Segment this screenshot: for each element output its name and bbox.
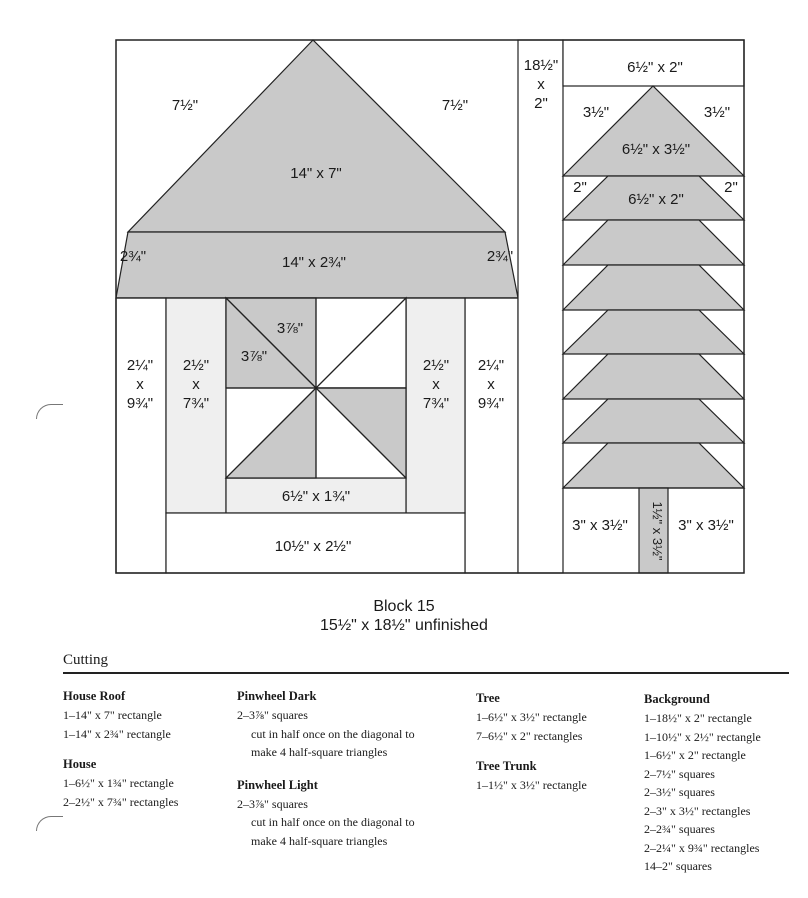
- group-heading: Tree Trunk: [476, 759, 537, 773]
- cut-line: 7–6½" x 2" rectangles: [476, 728, 583, 743]
- label-roof-band: 14" x 2¾": [282, 254, 346, 271]
- cutting-column-2: Pinwheel Dark 2–3⅞" squares cut in half …: [237, 687, 415, 862]
- cutting-divider: [63, 672, 789, 674]
- cutting-group-tree-trunk: Tree Trunk 1–1½" x 3½" rectangle: [476, 757, 587, 795]
- cutting-title: Cutting: [63, 652, 109, 668]
- bg-side-left: [115, 297, 167, 574]
- label-bg-side-left-3: 9¾": [127, 395, 153, 412]
- label-bg-side-right-3: 9¾": [478, 395, 504, 412]
- group-heading: Pinwheel Dark: [237, 689, 317, 703]
- cut-line: 1–6½" x 1¾" rectangle: [63, 776, 174, 790]
- cutting-group-background: Background 1–18½" x 2" rectangle 1–10½" …: [644, 690, 761, 876]
- label-tree-corner-left: 3½": [583, 104, 609, 121]
- quilt-block-diagram: 7½" 7½" 14" x 7" 14" x 2¾" 2¾" 2¾" 2¼" x…: [115, 39, 746, 574]
- cut-line: 2–7½" squares: [644, 766, 715, 781]
- tree-traps: [561, 175, 746, 489]
- tree-top-bg: [562, 39, 745, 87]
- house-bottom: [165, 512, 466, 574]
- cut-line: 2–3" x 3½" rectangles: [644, 803, 751, 818]
- tree-top: [561, 85, 746, 177]
- label-bg-strip-3: 2": [534, 95, 548, 112]
- label-house-side-right-1: 2½": [423, 357, 449, 374]
- label-roof-main: 14" x 7": [290, 165, 342, 182]
- label-bg-side-right-1: 2¼": [478, 357, 504, 374]
- label-house-side-right-2: x: [432, 376, 440, 393]
- label-bg-side-left-1: 2¼": [127, 357, 153, 374]
- bg-strip: [517, 39, 564, 574]
- house-side-left: [165, 297, 227, 514]
- cut-line: 1–14" x 2¾" rectangle: [63, 726, 171, 741]
- label-house-strip: 6½" x 1¾": [282, 488, 350, 505]
- group-heading: Tree: [476, 691, 500, 705]
- label-pinwheel-top: 3⅞": [277, 320, 303, 337]
- group-heading: House: [63, 757, 97, 771]
- group-heading: Background: [644, 692, 710, 706]
- label-corner-left: 2¾": [120, 248, 146, 265]
- label-pinwheel-left: 3⅞": [241, 348, 267, 365]
- pinwheel: [224, 296, 407, 480]
- label-house-side-left-1: 2½": [183, 357, 209, 374]
- label-house-bottom: 10½" x 2½": [275, 538, 352, 555]
- group-heading: House Roof: [63, 689, 126, 703]
- binder-ring-mark: [36, 404, 63, 419]
- cut-instruction: make 4 half-square triangles: [251, 833, 388, 848]
- cut-line: 1–6½" x 2" rectangle: [644, 748, 746, 762]
- roof-main-triangle: [126, 39, 507, 233]
- label-house-side-left-3: 7¾": [183, 395, 209, 412]
- bg-side-right: [464, 297, 519, 574]
- label-trunk: 1½" x 3½": [650, 501, 665, 560]
- cutting-group-pinwheel-dark: Pinwheel Dark 2–3⅞" squares cut in half …: [237, 687, 415, 762]
- cut-instruction: cut in half once on the diagonal to: [251, 726, 415, 741]
- cut-line: 14–2" squares: [644, 859, 712, 873]
- cut-line: 2–2¼" x 9¾" rectangles: [644, 840, 760, 855]
- label-tree-top: 6½" x 3½": [622, 141, 690, 158]
- label-house-side-right-3: 7¾": [423, 395, 449, 412]
- block-title: Block 15: [373, 598, 435, 615]
- cut-instruction: make 4 half-square triangles: [251, 745, 388, 759]
- label-bg-side-right-2: x: [487, 376, 495, 393]
- label-bg-strip-1: 18½": [524, 57, 559, 74]
- cut-line: 2–3⅞" squares: [237, 796, 308, 811]
- cut-line: 1–1½" x 3½" rectangle: [476, 778, 587, 792]
- cutting-group-house-roof: House Roof 1–14" x 7" rectangle 1–14" x …: [63, 687, 178, 743]
- label-house-side-left-2: x: [192, 376, 200, 393]
- label-tree-sq-left: 2": [573, 179, 587, 196]
- group-heading: Pinwheel Light: [237, 777, 318, 792]
- cut-line: 1–6½" x 3½" rectangle: [476, 710, 587, 724]
- cut-line: 2–2¾" squares: [644, 822, 715, 836]
- label-bg-strip-2: x: [537, 76, 545, 93]
- house-strip: [225, 477, 407, 514]
- cutting-group-pinwheel-light: Pinwheel Light 2–3⅞" squares cut in half…: [237, 776, 415, 851]
- label-tree-top-bg: 6½" x 2": [627, 59, 683, 76]
- label-tree-sq-right: 2": [724, 179, 738, 196]
- label-tree-trap: 6½" x 2": [628, 191, 684, 208]
- label-trunk-bg-right: 3" x 3½": [678, 517, 734, 534]
- cut-line: 2–3⅞" squares: [237, 708, 308, 722]
- cut-line: 1–10½" x 2½" rectangle: [644, 729, 761, 744]
- cutting-column-4: Background 1–18½" x 2" rectangle 1–10½" …: [644, 690, 761, 888]
- cut-line: 2–2½" x 7¾" rectangles: [63, 794, 179, 809]
- label-corner-right: 2¾": [487, 248, 513, 265]
- cut-instruction: cut in half once on the diagonal to: [251, 815, 415, 829]
- label-bg-side-left-2: x: [136, 376, 144, 393]
- cut-line: 1–14" x 7" rectangle: [63, 708, 162, 722]
- label-roof-bg-left: 7½": [172, 97, 198, 114]
- tree-trunk: [638, 487, 669, 574]
- label-tree-corner-right: 3½": [704, 104, 730, 121]
- label-trunk-bg-left: 3" x 3½": [572, 517, 628, 534]
- cutting-group-tree: Tree 1–6½" x 3½" rectangle 7–6½" x 2" re…: [476, 689, 587, 745]
- cutting-column-3: Tree 1–6½" x 3½" rectangle 7–6½" x 2" re…: [476, 689, 587, 807]
- cutting-group-house: House 1–6½" x 1¾" rectangle 2–2½" x 7¾" …: [63, 755, 178, 811]
- cut-line: 2–3½" squares: [644, 785, 715, 799]
- block-size: 15½" x 18½" unfinished: [320, 617, 488, 634]
- binder-ring-mark: [36, 816, 63, 831]
- cut-line: 1–18½" x 2" rectangle: [644, 711, 752, 725]
- label-roof-bg-right: 7½": [442, 97, 468, 114]
- cutting-column-1: House Roof 1–14" x 7" rectangle 1–14" x …: [63, 687, 178, 823]
